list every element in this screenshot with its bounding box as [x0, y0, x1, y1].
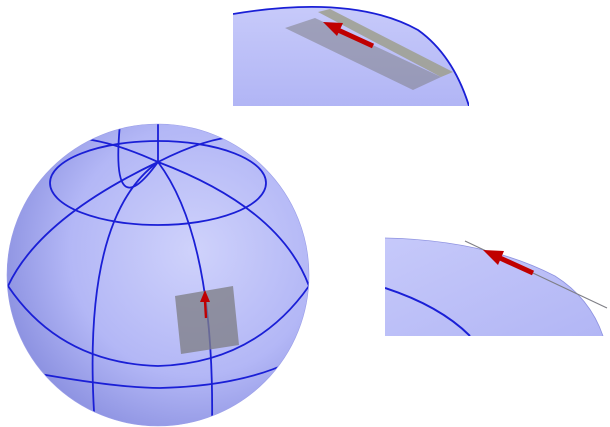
sphere-main-view [0, 118, 320, 427]
great-circle-line [233, 5, 469, 106]
equator-line [7, 285, 309, 367]
tangent-plane [175, 286, 239, 354]
zoom-top-diagram [233, 5, 469, 106]
meridian-line-3 [7, 161, 159, 287]
tangent-vector-arrowhead-side [483, 250, 504, 265]
meridian-line-1 [91, 161, 159, 426]
zoom-side-view [385, 236, 610, 336]
meridian-line-2 [157, 161, 214, 426]
tangent-vector-arrowhead [200, 290, 210, 302]
tangent-vector-shaft-side [498, 255, 535, 276]
meridian-line-4 [157, 161, 309, 287]
tangent-vector-arrowhead-closeup [323, 22, 343, 36]
great-circle-line-side [385, 287, 471, 336]
tangent-plane-closeup [318, 9, 453, 77]
meridian-line-5 [117, 124, 159, 189]
sphere-diagram [6, 123, 310, 427]
sphere [7, 124, 309, 426]
zoom-top-view [233, 0, 469, 106]
tangent-vector-shaft [203, 300, 208, 319]
tangent-vector-shaft-closeup [336, 27, 375, 49]
latitude-line-lower [39, 361, 291, 389]
zoom-side-diagram [385, 237, 608, 336]
